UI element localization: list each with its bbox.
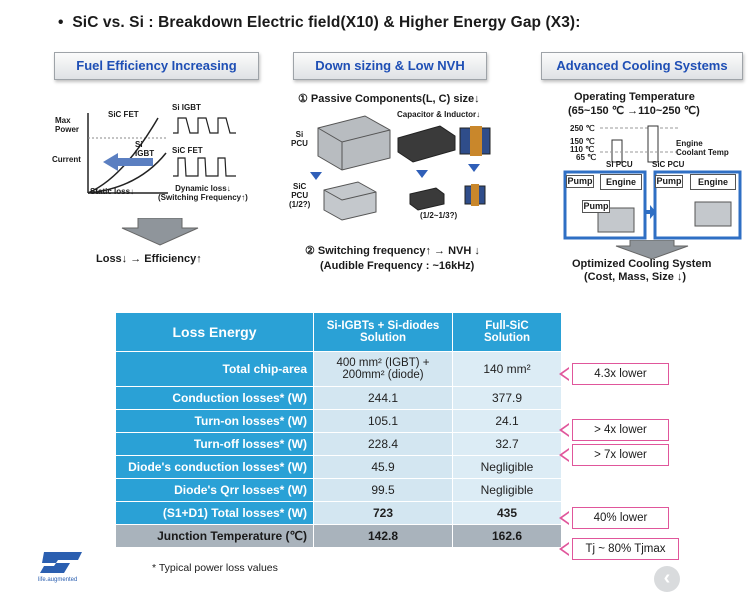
prev-slide-button[interactable]: ‹ bbox=[654, 566, 680, 592]
sic-pcu-label: SiC PCU (1/2?) bbox=[289, 182, 311, 209]
pump-box-3: Pump bbox=[655, 175, 683, 188]
temp-110: 110 ℃ bbox=[570, 145, 595, 154]
si-value: 723 bbox=[313, 501, 453, 525]
note-arrow-icon bbox=[559, 542, 569, 556]
table-row: Turn-off losses* (W) 228.4 32.7 bbox=[115, 432, 562, 456]
st-logo-tagline: life.augmented bbox=[38, 577, 78, 583]
sic-value: 162.6 bbox=[452, 524, 562, 548]
note-arrow-icon bbox=[559, 423, 569, 437]
inductor-image bbox=[459, 126, 491, 206]
si-pcu-temp-label: Si PCU bbox=[606, 160, 633, 169]
engine-coolant-label: Engine Coolant Temp bbox=[676, 139, 729, 157]
engine-box-2: Engine bbox=[690, 174, 736, 190]
sic-pcu-image bbox=[323, 181, 377, 221]
row-label: Diode's conduction losses* (W) bbox=[115, 455, 314, 479]
sic-fet-wave-label: SiC FET bbox=[172, 146, 203, 155]
section-advanced-cooling: Advanced Cooling Systems bbox=[541, 52, 743, 80]
note-arrow-icon bbox=[559, 448, 569, 462]
slide-title: • SiC vs. Si : Breakdown Electric field(… bbox=[58, 14, 581, 31]
note-turn-off: > 7x lower bbox=[572, 444, 669, 466]
sic-value: 32.7 bbox=[452, 432, 562, 456]
si-value: 45.9 bbox=[313, 455, 453, 479]
note-total-losses: 40% lower bbox=[572, 507, 669, 529]
note-arrow-icon bbox=[559, 511, 569, 525]
capacitor-inductor-label: Capacitor & Inductor↓ bbox=[397, 110, 481, 119]
table-row: Conduction losses* (W) 244.1 377.9 bbox=[115, 386, 562, 410]
si-pcu-image bbox=[317, 115, 391, 171]
si-igbt-curve-label: Si IGBT bbox=[135, 140, 155, 158]
max-power-label: Max Power bbox=[55, 116, 80, 134]
sic-fet-curve-label: SiC FET bbox=[108, 110, 139, 119]
sic-value: 140 mm² bbox=[452, 351, 562, 387]
temp-bars bbox=[600, 125, 678, 163]
sic-value: Negligible bbox=[452, 455, 562, 479]
pump-box-2: Pump bbox=[582, 200, 610, 213]
loss-energy-table: Loss Energy Si-IGBTs + Si-diodes Solutio… bbox=[115, 312, 562, 548]
temp-250: 250 ℃ bbox=[570, 124, 595, 133]
row-label: Junction Temperature (℃) bbox=[115, 524, 314, 548]
header-loss-energy: Loss Energy bbox=[115, 312, 314, 352]
note-chip-area: 4.3x lower bbox=[572, 363, 669, 385]
st-logo: life.augmented bbox=[38, 548, 86, 583]
row-label: Total chip-area bbox=[115, 351, 314, 387]
table-footnote: * Typical power loss values bbox=[152, 562, 278, 574]
note-junction-temp: Tj ~ 80% Tjmax bbox=[572, 538, 679, 560]
table-row: Total chip-area 400 mm² (IGBT) + 200mm² … bbox=[115, 351, 562, 387]
cooling-diagram bbox=[563, 170, 742, 240]
row-label: Conduction losses* (W) bbox=[115, 386, 314, 410]
switching-frequency-text: ② Switching frequency↑ → NVH ↓ bbox=[305, 245, 480, 257]
temp-150: 150 ℃ bbox=[570, 137, 595, 146]
component-images bbox=[310, 115, 491, 221]
operating-temp-range: (65~150 ℃ →110~250 ℃) bbox=[568, 105, 700, 117]
sic-value: 435 bbox=[452, 501, 562, 525]
sic-value: 24.1 bbox=[452, 409, 562, 433]
row-label: Turn-off losses* (W) bbox=[115, 432, 314, 456]
si-igbt-wave-label: Si IGBT bbox=[172, 103, 201, 112]
table-row: (S1+D1) Total losses* (W) 723 435 bbox=[115, 501, 562, 525]
current-label: Current bbox=[52, 155, 81, 164]
si-value: 99.5 bbox=[313, 478, 453, 502]
engine-box-1: Engine bbox=[600, 174, 642, 190]
size-ratio-label: (1/2~1/3?) bbox=[420, 211, 458, 220]
pump-box-1: Pump bbox=[566, 175, 594, 188]
efficiency-result: Loss↓ → Efficiency↑ bbox=[96, 253, 202, 265]
note-turn-on: > 4x lower bbox=[572, 419, 669, 441]
si-pcu-label: Si PCU bbox=[291, 130, 308, 148]
note-arrow-icon bbox=[559, 367, 569, 381]
table-row: Diode's Qrr losses* (W) 99.5 Negligible bbox=[115, 478, 562, 502]
row-label: Diode's Qrr losses* (W) bbox=[115, 478, 314, 502]
table-row: Diode's conduction losses* (W) 45.9 Negl… bbox=[115, 455, 562, 479]
si-value: 244.1 bbox=[313, 386, 453, 410]
sic-value: Negligible bbox=[452, 478, 562, 502]
sic-value: 377.9 bbox=[452, 386, 562, 410]
si-value: 105.1 bbox=[313, 409, 453, 433]
dynamic-loss-label: Dynamic loss↓ (Switching Frequency↑) bbox=[158, 184, 248, 202]
header-sic-solution: Full-SiC Solution bbox=[452, 312, 562, 352]
optimized-cooling-title: Optimized Cooling System bbox=[572, 258, 712, 270]
sic-pcu-temp-label: SiC PCU bbox=[652, 160, 685, 169]
passive-components-text: ① Passive Components(L, C) size↓ bbox=[298, 93, 480, 105]
section-down-sizing: Down sizing & Low NVH bbox=[293, 52, 487, 80]
down-arrow-icon-right bbox=[615, 240, 689, 260]
header-si-solution: Si-IGBTs + Si-diodes Solution bbox=[313, 312, 453, 352]
table-row: Turn-on losses* (W) 105.1 24.1 bbox=[115, 409, 562, 433]
si-value: 228.4 bbox=[313, 432, 453, 456]
operating-temp-title: Operating Temperature bbox=[574, 91, 695, 103]
optimized-cooling-benefits: (Cost, Mass, Size ↓) bbox=[584, 271, 687, 283]
table-row: Junction Temperature (℃) 142.8 162.6 bbox=[115, 524, 562, 548]
table-header-row: Loss Energy Si-IGBTs + Si-diodes Solutio… bbox=[115, 312, 562, 352]
si-value: 142.8 bbox=[313, 524, 453, 548]
st-logo-icon bbox=[40, 552, 82, 573]
row-label: (S1+D1) Total losses* (W) bbox=[115, 501, 314, 525]
audible-frequency-text: (Audible Frequency : ~16kHz) bbox=[320, 260, 475, 272]
row-label: Turn-on losses* (W) bbox=[115, 409, 314, 433]
down-arrow-icon bbox=[121, 218, 199, 246]
section-fuel-efficiency: Fuel Efficiency Increasing bbox=[54, 52, 259, 80]
loss-diagram bbox=[87, 113, 236, 194]
static-loss-label: Static loss↓ bbox=[90, 187, 135, 196]
temp-65: 65 ℃ bbox=[576, 153, 597, 162]
si-value: 400 mm² (IGBT) + 200mm² (diode) bbox=[313, 351, 453, 387]
capacitor-image bbox=[397, 125, 456, 211]
